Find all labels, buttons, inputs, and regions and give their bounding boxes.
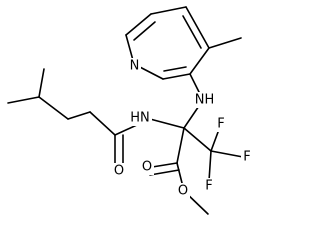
fluorine-top-label: F <box>217 117 224 132</box>
isobutyl-chain <box>7 68 91 120</box>
pyridine-ring <box>125 6 210 80</box>
structure-diagram: N NH HN O O O F F F <box>7 6 251 215</box>
fluorine-bottom-label: F <box>205 179 212 194</box>
ester-ether-oxygen-label: O <box>178 184 188 199</box>
amide-nh-label: HN <box>130 111 150 126</box>
ring-methyl-bond <box>208 37 242 49</box>
fluorine-right-label: F <box>243 150 250 165</box>
amide-group <box>89 111 151 165</box>
amide-oxygen-label: O <box>114 164 124 179</box>
ring-nitrogen-label: N <box>130 59 140 74</box>
amine-nh-label: NH <box>195 93 215 108</box>
trifluoromethyl-group <box>208 123 244 182</box>
quaternary-to-amide-n-bond <box>149 118 185 129</box>
quaternary-to-ester-bond <box>176 127 185 164</box>
quaternary-to-cf3-bond <box>183 127 212 152</box>
ester-carbonyl-oxygen-label: O <box>142 160 152 175</box>
